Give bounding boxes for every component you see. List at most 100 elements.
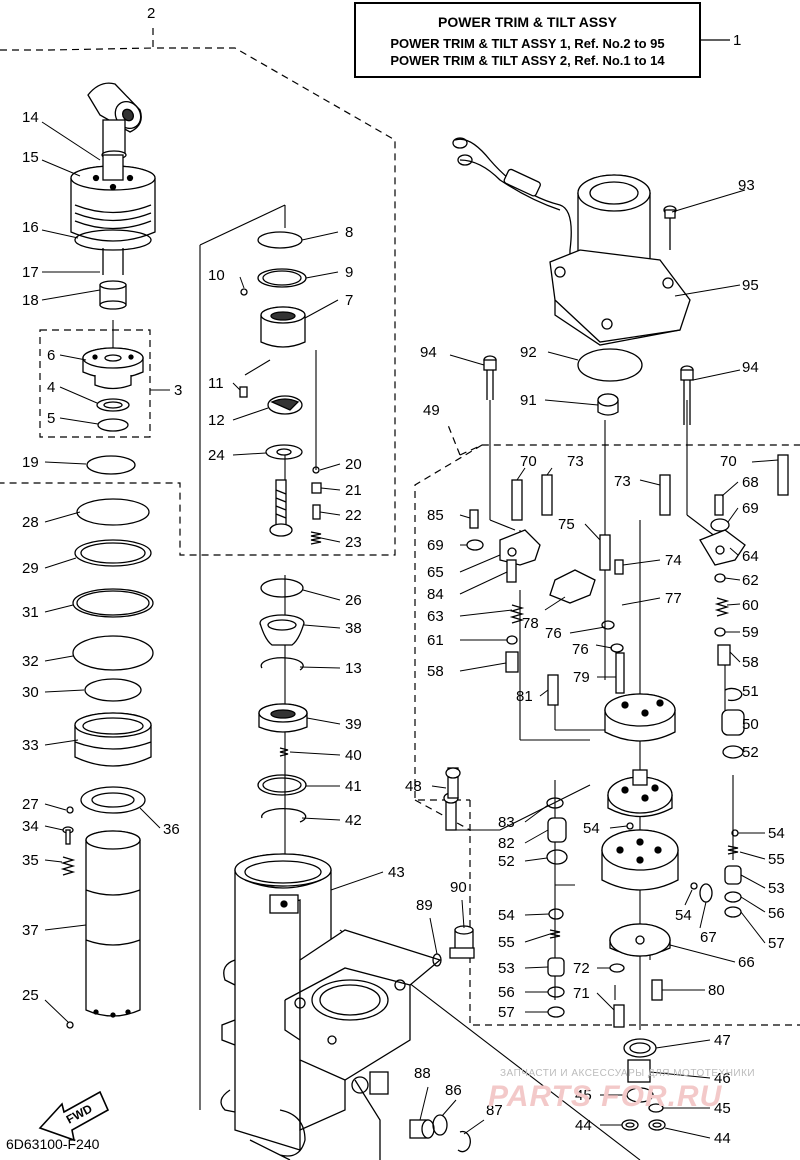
part-8-o-ring — [257, 231, 303, 249]
part-27-ball — [66, 806, 74, 814]
part-43-body — [220, 853, 442, 1160]
callout-22: 22 — [345, 507, 362, 524]
callout-85: 85 — [427, 507, 444, 524]
part-54b-ball — [626, 822, 634, 830]
part-34-pin — [62, 826, 74, 845]
callout-32: 32 — [22, 653, 39, 670]
callout-94a: 94 — [420, 344, 437, 361]
title-box-title: POWER TRIM & TILT ASSY — [438, 14, 617, 30]
callout-30: 30 — [22, 684, 39, 701]
callout-73b: 73 — [614, 473, 631, 490]
callout-60: 60 — [742, 597, 759, 614]
callout-55b: 55 — [498, 934, 515, 951]
callout-14: 14 — [22, 109, 39, 126]
part-52b-seal — [546, 849, 568, 865]
callout-15: 15 — [22, 149, 39, 166]
callout-47: 47 — [714, 1032, 731, 1049]
part-30-o-ring — [84, 678, 142, 702]
group2-outline — [0, 28, 396, 556]
callout-55a: 55 — [768, 851, 785, 868]
callout-56b: 56 — [498, 984, 515, 1001]
part-78-shuttle — [549, 569, 596, 604]
callout-82: 82 — [498, 835, 515, 852]
part-90-plug — [449, 925, 475, 959]
callout-27: 27 — [22, 796, 39, 813]
part-58a-piston — [505, 651, 519, 673]
callout-43: 43 — [388, 864, 405, 881]
part-14-piston-rod-eye — [87, 82, 142, 160]
callout-64: 64 — [742, 548, 759, 565]
part-66-plate — [609, 923, 671, 957]
callout-78: 78 — [522, 615, 539, 632]
group49-left — [414, 444, 483, 801]
part-33-cylinder-end — [74, 712, 152, 767]
callout-53a: 53 — [768, 880, 785, 897]
part-29-backup-ring — [74, 539, 152, 567]
callout-73a: 73 — [567, 453, 584, 470]
part-23-spring — [310, 531, 322, 545]
callout-38: 38 — [345, 620, 362, 637]
part-10-ball — [240, 288, 248, 296]
part-21-pin — [311, 482, 322, 494]
callout-76a: 76 — [545, 625, 562, 642]
callout-57a: 57 — [768, 935, 785, 952]
callout-leaders — [41, 121, 779, 1139]
part-13-snap-ring — [260, 657, 304, 671]
callout-83: 83 — [498, 814, 515, 831]
part-4-washer — [96, 398, 130, 412]
part-92-o-ring — [577, 348, 643, 382]
callout-12: 12 — [208, 412, 225, 429]
part-25-ball — [66, 1021, 74, 1029]
fwd-arrow — [38, 1090, 110, 1142]
part-65-plate — [499, 529, 541, 566]
callout-87: 87 — [486, 1102, 503, 1119]
part-62-ball — [714, 573, 726, 583]
callout-80: 80 — [708, 982, 725, 999]
part-69b-washer — [710, 518, 730, 532]
callout-6: 6 — [47, 347, 55, 364]
part-91-coupling — [597, 393, 619, 416]
callout-88: 88 — [414, 1065, 431, 1082]
callout-45a: 45 — [575, 1087, 592, 1104]
callout-28: 28 — [22, 514, 39, 531]
part-82-valve — [547, 817, 567, 843]
part-20-ball — [312, 466, 320, 474]
part-72-washer — [609, 963, 625, 973]
callout-36: 36 — [163, 821, 180, 838]
callout-10: 10 — [208, 267, 225, 284]
watermark-logo: PARTS FOR.RU — [488, 1080, 723, 1113]
part-39-valve — [258, 703, 308, 733]
callout-54b: 54 — [583, 820, 600, 837]
part-76b-ball — [610, 643, 624, 653]
callout-84: 84 — [427, 586, 444, 603]
callout-91: 91 — [520, 392, 537, 409]
callout-92: 92 — [520, 344, 537, 361]
callout-49: 49 — [423, 402, 440, 419]
part-center-bolt — [269, 479, 293, 537]
title-box-line1: POWER TRIM & TILT ASSY 1, Ref. No.2 to 9… — [390, 36, 665, 51]
group49-diag — [414, 799, 471, 831]
title-box-line2: POWER TRIM & TILT ASSY 2, Ref. No.1 to 1… — [390, 53, 665, 68]
callout-79: 79 — [573, 669, 590, 686]
group49-top — [459, 444, 800, 456]
part-7-piston — [260, 306, 306, 348]
part-54d-ball — [690, 882, 698, 890]
part-15-piston — [70, 154, 156, 242]
callout-17: 17 — [22, 264, 39, 281]
callout-40: 40 — [345, 747, 362, 764]
callout-labels: 1 2 3 4 5 6 7 8 9 10 11 12 13 14 15 16 1… — [22, 5, 785, 1147]
callout-90: 90 — [450, 879, 467, 896]
callout-39: 39 — [345, 716, 362, 733]
callout-9: 9 — [345, 264, 353, 281]
callout-23: 23 — [345, 534, 362, 551]
callout-58a: 58 — [427, 663, 444, 680]
part-12-valve — [267, 395, 303, 415]
callout-70b: 70 — [720, 453, 737, 470]
callout-51: 51 — [742, 683, 759, 700]
part-31-ring — [72, 588, 154, 618]
part-84-pin — [506, 559, 517, 583]
callout-24: 24 — [208, 447, 225, 464]
callout-52b: 52 — [498, 853, 515, 870]
pump-housing — [601, 829, 679, 891]
